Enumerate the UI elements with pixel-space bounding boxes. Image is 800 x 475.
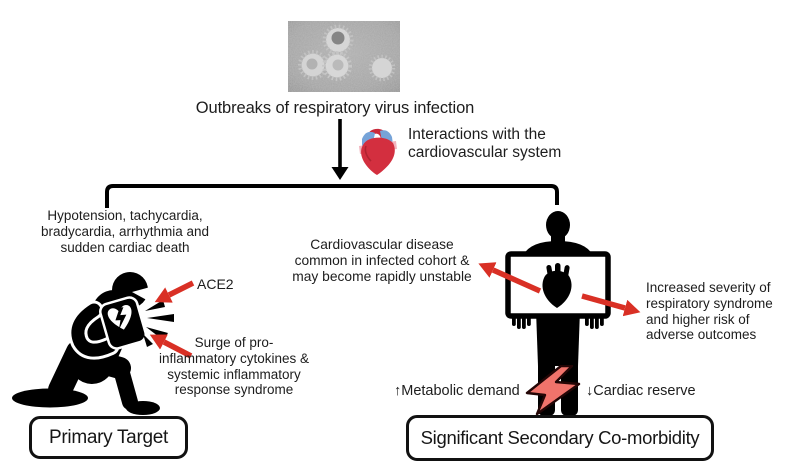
ace2-arrow [154,280,195,303]
severity-arrow [581,293,641,317]
torso [536,310,580,366]
cardiac-reserve-label: ↓Cardiac reserve [586,383,696,399]
standing-person-xray-icon [500,208,620,418]
secondary-comorbidity-label: Significant Secondary Co-morbidity [420,427,700,448]
lightning-bolt-icon [525,365,581,415]
cvd-note: Cardiovascular disease common in infecte… [292,237,472,284]
head [546,211,570,239]
secondary-comorbidity-box: Significant Secondary Co-morbidity [406,415,714,461]
interaction-note: Interactions with the cardiovascular sys… [408,126,562,161]
heart-bolt-icon [107,304,132,330]
anatomical-heart-icon [354,122,400,176]
up-arrow-icon: ↑ [394,383,402,399]
ace2-label: ACE2 [197,276,234,292]
primary-target-label: Primary Target [49,426,168,448]
down-arrow-icon: ↓ [586,383,594,399]
figure-title: Outbreaks of respiratory virus infection [195,99,475,117]
open-mouth [132,286,154,304]
virion-particles [298,24,396,82]
kneeling-coughing-person-icon [8,262,180,417]
cvd-arrow [478,262,542,294]
heart-silhouette [542,263,572,308]
coronavirus-em-image [288,21,400,92]
arm [71,303,117,357]
metabolic-demand-label: ↑Metabolic demand [394,383,520,399]
severity-note: Increased severity of respiratory syndro… [646,280,773,343]
primary-target-box: Primary Target [29,416,188,459]
surge-note: Surge of pro- inflammatory cytokines & s… [158,335,310,398]
surge-arrow [149,334,193,359]
symptoms-note: Hypotension, tachycardia, bradycardia, a… [40,208,210,255]
branch-bracket [105,184,559,208]
